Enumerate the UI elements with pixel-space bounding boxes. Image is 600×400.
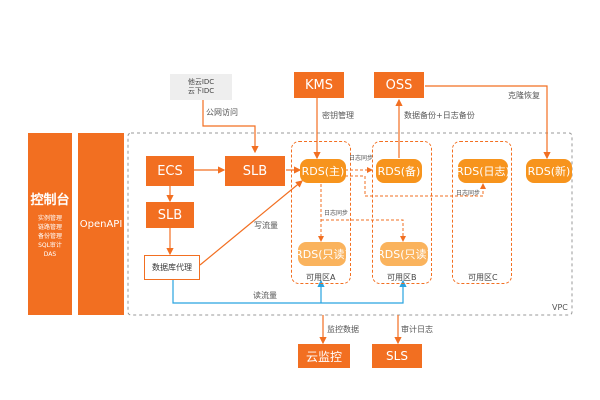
vpc-label: VPC — [552, 303, 568, 312]
db-proxy-label: 数据库代理 — [152, 263, 192, 272]
cloud-monitor-box: 云监控 — [298, 344, 350, 368]
console-item-sql-audit: SQL审计 — [38, 242, 62, 249]
label-monitor-data: 监控数据 — [327, 325, 359, 334]
label-backup: 数据备份+日志备份 — [404, 111, 475, 120]
label-read-flow: 读流量 — [253, 291, 277, 300]
zone-a-label: 可用区A — [306, 273, 336, 282]
edge-log-sync-log — [345, 175, 486, 197]
rds-readonly-b-label: RDS(只读) — [377, 248, 431, 261]
kms-box: KMS — [294, 72, 344, 98]
oss-label: OSS — [385, 77, 413, 93]
rds-new-label: RDS(新) — [527, 165, 571, 178]
rds-new: RDS(新) — [526, 159, 572, 183]
openapi-panel: OpenAPI — [78, 133, 124, 315]
edge-read-flow — [172, 279, 407, 304]
ecs-label: ECS — [157, 163, 183, 179]
cloud-monitor-label: 云监控 — [305, 349, 342, 364]
zone-c-label: 可用区C — [468, 273, 498, 282]
slb-mid-label: SLB — [157, 207, 183, 223]
rds-primary-label: RDS(主) — [301, 165, 345, 178]
rds-readonly-b: RDS(只读) — [377, 242, 431, 266]
edge-sync-ro-b — [321, 219, 406, 242]
sls-box: SLS — [372, 344, 422, 368]
zone-b — [372, 141, 432, 284]
edge-write-flow — [199, 180, 303, 266]
db-proxy-box: 数据库代理 — [144, 255, 200, 280]
slb-front-box: SLB — [225, 156, 285, 186]
slb-front-label: SLB — [242, 163, 268, 179]
zone-c — [452, 141, 512, 284]
kms-label: KMS — [305, 77, 333, 93]
console-item-backup: 备份管理 — [37, 233, 62, 240]
sls-label: SLS — [386, 349, 408, 363]
label-public-access: 公网访问 — [206, 108, 238, 117]
label-audit-log: 审计日志 — [401, 325, 433, 334]
ecs-box: ECS — [146, 156, 194, 186]
rds-readonly-a: RDS(只读) — [295, 242, 349, 266]
rds-log: RDS(日志) — [456, 159, 510, 183]
vpc-boundary — [127, 132, 573, 316]
label-log-sync-log: 日志同步 — [456, 190, 481, 197]
zone-a — [291, 141, 351, 284]
console-panel: 控制台 实例管理 链路管理 备份管理 SQL审计 DAS — [28, 133, 72, 315]
external-dc-line1: 他云IDC — [187, 78, 215, 86]
label-log-sync-ro: 日志同步 — [324, 210, 349, 217]
slb-mid-box: SLB — [146, 202, 194, 228]
zone-b-label: 可用区B — [387, 273, 417, 282]
console-title: 控制台 — [30, 193, 70, 208]
openapi-label: OpenAPI — [79, 218, 123, 230]
edge-public-access — [202, 100, 259, 154]
rds-readonly-a-label: RDS(只读) — [295, 248, 349, 261]
console-item-das: DAS — [43, 251, 57, 258]
edge-clone — [425, 85, 551, 160]
rds-backup-label: RDS(备) — [377, 165, 421, 178]
console-item-links: 链路管理 — [37, 224, 62, 231]
oss-box: OSS — [374, 72, 424, 98]
console-item-instances: 实例管理 — [37, 215, 62, 222]
label-log-sync: 日志同步 — [349, 155, 374, 162]
rds-primary: RDS(主) — [300, 159, 346, 183]
label-write-flow: 写流量 — [254, 221, 278, 230]
external-dc-box: 他云IDC 云下IDC — [170, 74, 232, 100]
label-key-mgmt: 密钥管理 — [322, 111, 354, 120]
label-clone: 克隆恢复 — [508, 91, 540, 100]
rds-log-label: RDS(日志) — [456, 165, 510, 178]
external-dc-line2: 云下IDC — [187, 87, 215, 95]
rds-backup: RDS(备) — [376, 159, 422, 183]
